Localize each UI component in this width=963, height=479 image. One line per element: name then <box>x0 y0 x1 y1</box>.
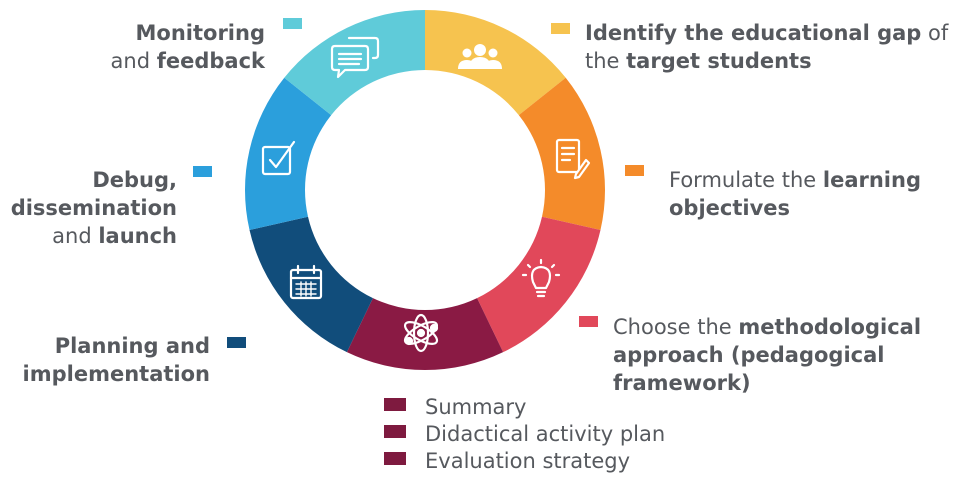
legend-square-summary <box>384 398 406 411</box>
design-item-evaluation: Evaluation strategy <box>425 449 631 473</box>
atom-icon <box>403 313 439 353</box>
label-debug-p4: launch <box>98 224 177 248</box>
ring-segment-methodology <box>477 216 601 353</box>
label-identify-p2: of <box>921 21 949 45</box>
label-identify-p1: Identify the educational gap <box>585 21 922 45</box>
label-monitoring-p1: Monitoring <box>135 21 265 45</box>
legend-square-planning <box>227 337 246 348</box>
label-formulate-p1: Formulate the <box>669 168 823 192</box>
label-debug-p3: and <box>52 224 99 248</box>
legend-square-methodology <box>579 316 598 327</box>
label-identify-p4: target students <box>626 49 812 73</box>
people-icon <box>458 44 502 69</box>
label-debug-p1: Debug, <box>92 168 177 192</box>
label-identify-p3: the <box>585 49 627 73</box>
legend-square-formulate <box>625 165 644 176</box>
label-planning-p2: implementation <box>22 362 210 386</box>
ring-segment-monitoring <box>284 10 425 116</box>
ring-segment-design <box>346 298 504 370</box>
design-item-activity-plan: Didactical activity plan <box>425 422 666 446</box>
label-monitoring-p2: and <box>110 49 157 73</box>
lightbulb-icon <box>521 258 561 298</box>
ring-segment-debug <box>244 77 332 231</box>
checkbox-icon <box>261 140 296 176</box>
label-formulate-p3: objectives <box>669 196 791 220</box>
calendar-icon <box>289 264 323 300</box>
label-debug: Debug, dissemination and launch <box>0 166 177 250</box>
document-pencil-icon <box>555 138 591 180</box>
label-formulate-p2: learning <box>822 168 921 192</box>
label-planning: Planning and implementation <box>0 332 210 388</box>
label-identify-gap: Identify the educational gap of the targ… <box>585 19 960 75</box>
label-methodology: Choose the methodological approach (peda… <box>613 313 958 397</box>
label-methodology-p4: framework) <box>613 371 751 395</box>
legend-square-evaluation <box>384 452 406 465</box>
legend-square-debug <box>193 166 212 177</box>
legend-square-activity-plan <box>384 425 406 438</box>
label-monitoring-p3: feedback <box>156 49 265 73</box>
label-methodology-p1: Choose the <box>613 315 739 339</box>
label-methodology-p3: approach (pedagogical <box>613 343 885 367</box>
label-methodology-p2: methodological <box>738 315 922 339</box>
label-planning-p1: Planning and <box>54 334 210 358</box>
chat-bubbles-icon <box>330 36 380 79</box>
design-item-summary: Summary <box>425 395 527 419</box>
legend-square-identify <box>551 23 570 34</box>
legend-square-monitoring <box>283 18 302 29</box>
label-monitoring: Monitoring and feedback <box>0 19 265 75</box>
label-debug-p2: dissemination <box>10 196 177 220</box>
label-formulate-objectives: Formulate the learning objectives <box>669 166 959 222</box>
